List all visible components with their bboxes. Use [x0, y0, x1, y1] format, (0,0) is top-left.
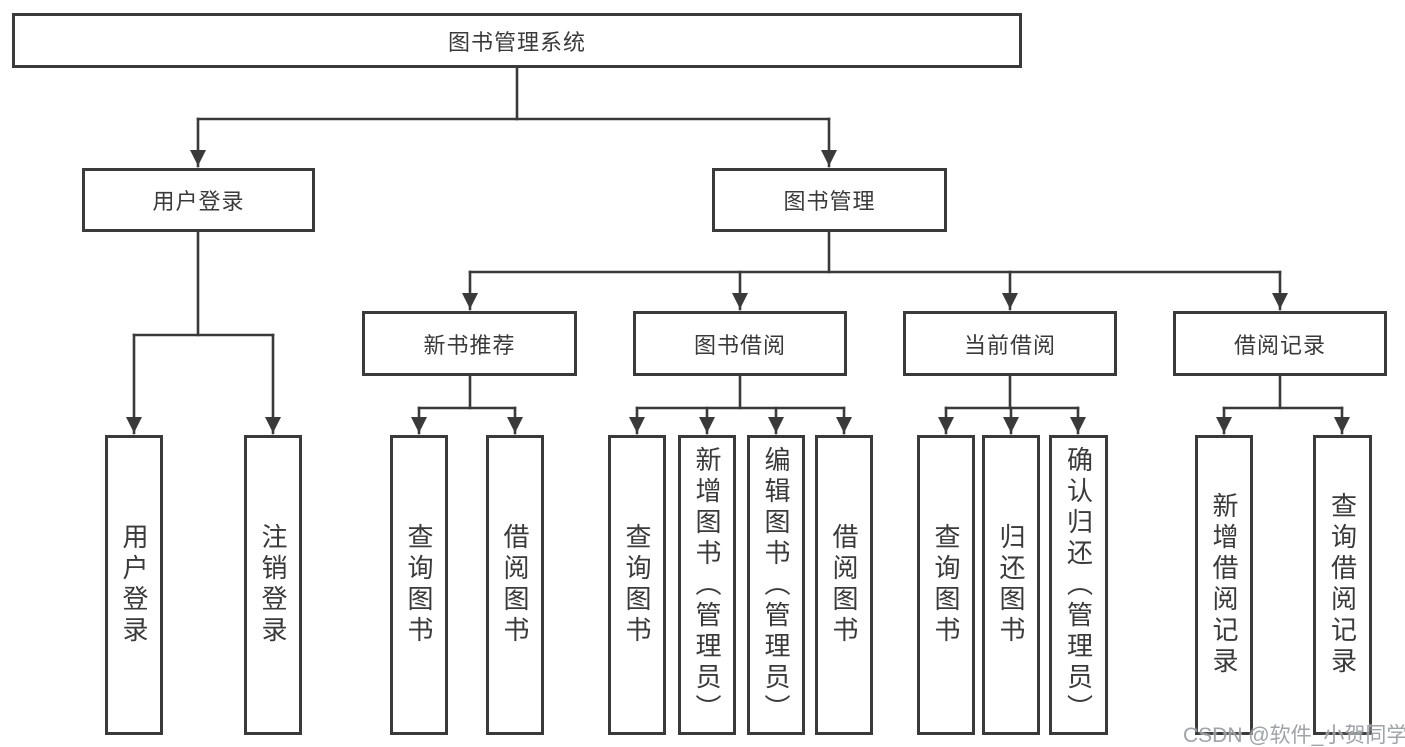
leaf-user-login: 用户登录 — [105, 435, 163, 735]
leaf-borrow-book-recommend: 借阅图书 — [486, 435, 544, 735]
leaf-query-book-recommend-label: 查询图书 — [404, 523, 434, 647]
leaf-query-book-borrow: 查询图书 — [608, 435, 666, 735]
node-library-management-system: 图书管理系统 — [12, 13, 1022, 68]
csdn-watermark: CSDN @软件_小贺同学 — [1183, 724, 1405, 747]
leaf-query-book-recommend: 查询图书 — [390, 435, 448, 735]
leaf-borrow-book: 借阅图书 — [815, 435, 873, 735]
leaf-user-login-label: 用户登录 — [119, 523, 149, 647]
node-book-management: 图书管理 — [712, 168, 947, 232]
node-borrow-records: 借阅记录 — [1173, 311, 1387, 376]
leaf-add-book-admin: 新增图书（管理员） — [678, 435, 736, 735]
leaf-edit-book-admin: 编辑图书（管理员） — [747, 435, 805, 735]
leaf-edit-book-admin-label: 编辑图书（管理员） — [761, 445, 791, 725]
leaf-borrow-book-recommend-label: 借阅图书 — [500, 523, 530, 647]
leaf-confirm-return-admin-label: 确认归还（管理员） — [1063, 445, 1094, 725]
node-book-borrow: 图书借阅 — [633, 311, 847, 376]
leaf-add-book-admin-label: 新增图书（管理员） — [692, 445, 722, 725]
leaf-borrow-book-label: 借阅图书 — [829, 523, 859, 647]
leaf-add-borrow-record: 新增借阅记录 — [1195, 435, 1253, 735]
leaf-query-book-current: 查询图书 — [917, 435, 975, 735]
leaf-confirm-return-admin: 确认归还（管理员） — [1049, 435, 1108, 735]
node-new-book-recommend: 新书推荐 — [362, 311, 577, 376]
leaf-query-book-current-label: 查询图书 — [931, 523, 961, 647]
leaf-return-book-label: 归还图书 — [996, 523, 1026, 647]
leaf-add-borrow-record-label: 新增借阅记录 — [1209, 492, 1239, 678]
leaf-query-book-borrow-label: 查询图书 — [622, 523, 652, 647]
leaf-logout: 注销登录 — [244, 435, 302, 735]
node-current-borrow: 当前借阅 — [903, 311, 1117, 376]
leaf-return-book: 归还图书 — [982, 435, 1040, 735]
leaf-logout-label: 注销登录 — [258, 523, 288, 647]
node-user-login: 用户登录 — [82, 168, 315, 232]
leaf-query-borrow-record-label: 查询借阅记录 — [1327, 492, 1358, 678]
leaf-query-borrow-record: 查询借阅记录 — [1313, 435, 1372, 735]
